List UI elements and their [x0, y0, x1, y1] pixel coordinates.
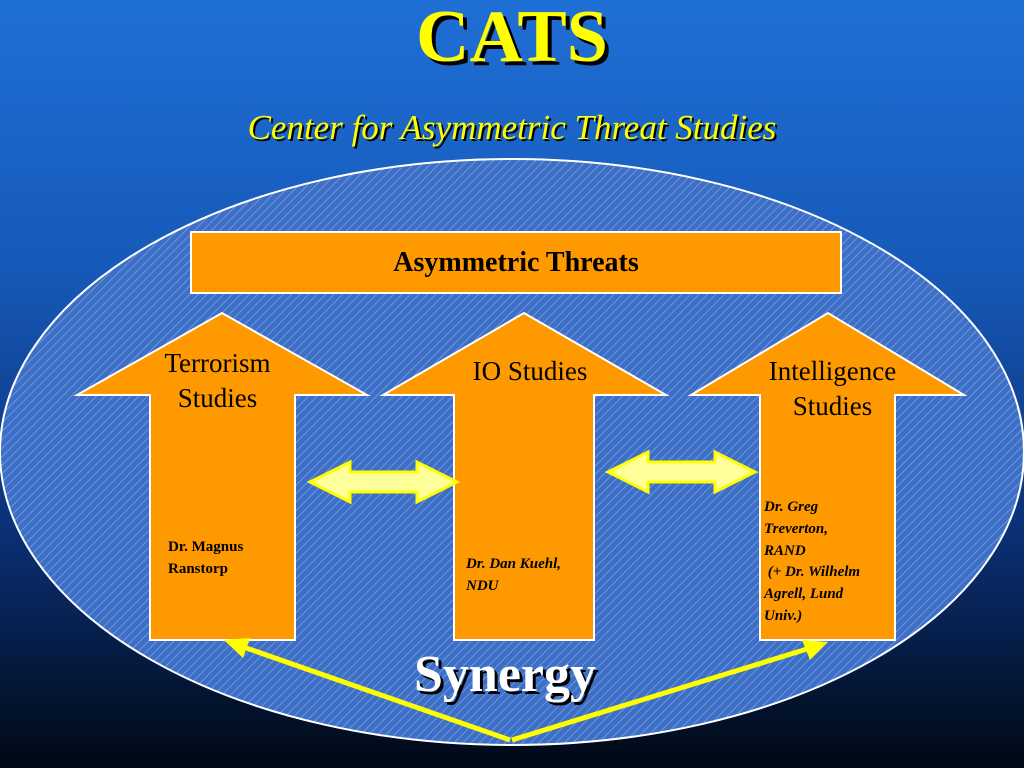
asymmetric-threats-bar: Asymmetric Threats — [190, 231, 842, 294]
io-arrow — [379, 311, 670, 641]
intelligence-arrow — [687, 311, 968, 641]
terrorism-arrow — [73, 311, 371, 641]
synergy-lines — [224, 638, 828, 743]
intelligence-label: Intelligence Studies — [768, 356, 897, 422]
person-treverton: Dr. Greg Treverton, RAND (+ Dr. Wilhelm … — [764, 499, 861, 624]
double-arrow-right — [604, 449, 759, 495]
page-title: CATS — [416, 0, 608, 78]
page-subtitle: Center for Asymmetric Threat Studies — [247, 108, 777, 147]
person-ranstorp: Dr. Magnus Ranstorp — [168, 539, 244, 577]
terrorism-label: Terrorism Studies — [164, 348, 271, 414]
double-arrow-left — [306, 459, 461, 505]
asymmetric-threats-label: Asymmetric Threats — [393, 246, 639, 278]
person-kuehl: Dr. Dan Kuehl, NDU — [466, 556, 562, 594]
io-label: IO Studies — [472, 356, 588, 386]
synergy-label: Synergy — [414, 646, 596, 703]
